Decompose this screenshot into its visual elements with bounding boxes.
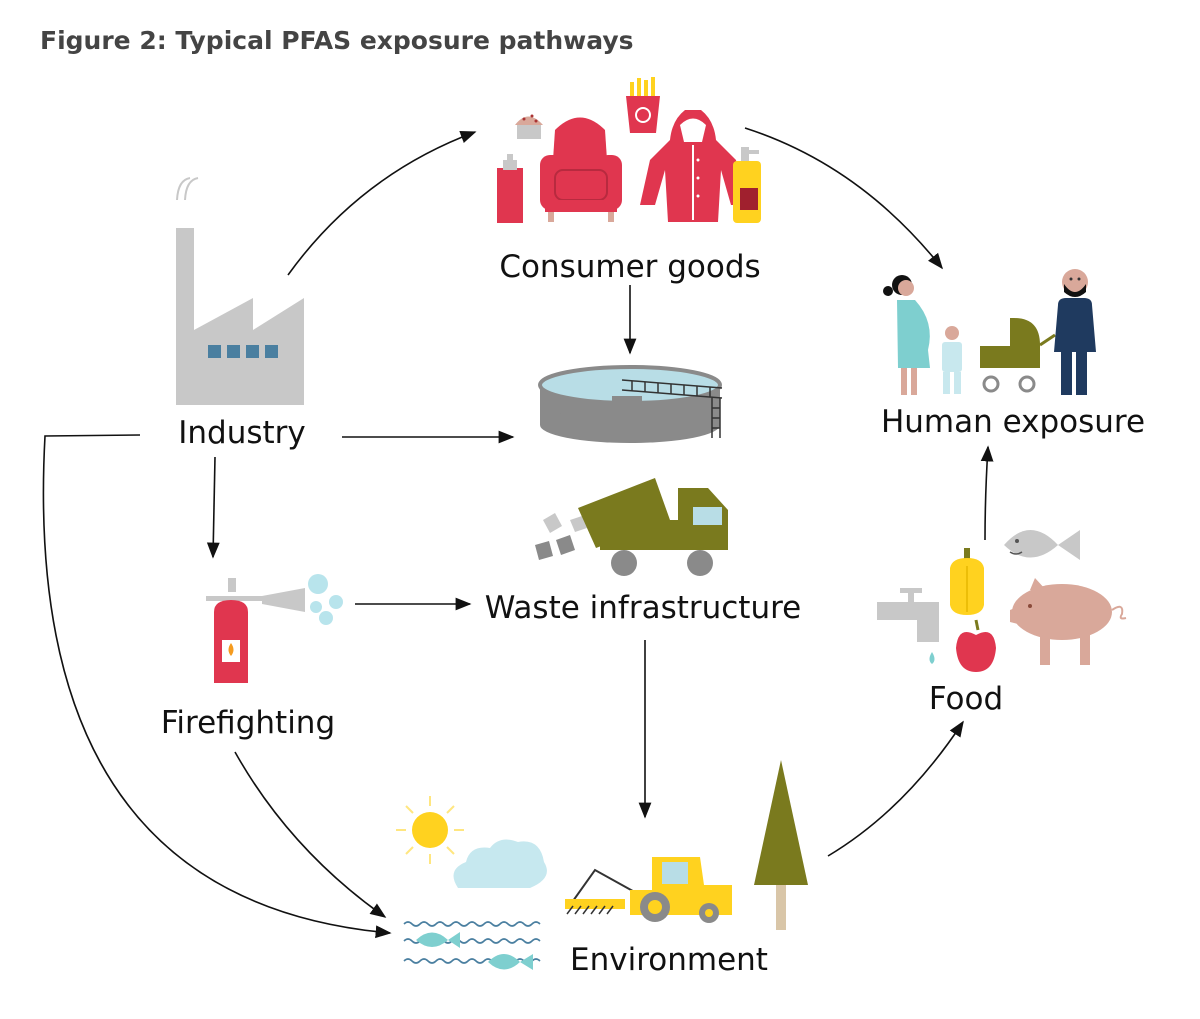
- food-label: Food: [929, 681, 1003, 717]
- environment-label: Environment: [570, 942, 768, 978]
- consumer-goods-illustration: [497, 77, 761, 223]
- arrows: [42, 127, 994, 939]
- arrow-food-to-human-exposure: [980, 445, 994, 541]
- child-icon: [942, 326, 962, 394]
- faucet-icon: [877, 588, 939, 664]
- fire-extinguisher-icon: [206, 574, 343, 683]
- arrow-firefighting-to-environment: [234, 751, 387, 918]
- fish-icon: [416, 932, 460, 948]
- figure-title: Figure 2: Typical PFAS exposure pathways: [40, 26, 634, 55]
- tractor-icon: [565, 857, 732, 923]
- arrow-consumer-goods-to-human-exposure: [744, 127, 943, 270]
- waste-infrastructure-label: Waste infrastructure: [485, 590, 802, 626]
- fish-icon: [1004, 530, 1080, 560]
- fries-box-icon: [626, 77, 660, 133]
- tree-icon: [754, 760, 808, 930]
- industry-label: Industry: [178, 415, 306, 451]
- apple-icon: [956, 619, 996, 672]
- consumer-goods-label: Consumer goods: [499, 249, 760, 285]
- treatment-tank-icon: [538, 365, 723, 443]
- arrow-industry-to-firefighting: [206, 456, 220, 559]
- arrow-industry-to-environment: [42, 434, 392, 939]
- pregnant-woman-icon: [883, 275, 930, 395]
- cloud-icon: [453, 839, 547, 888]
- arrow-industry-to-consumer-goods: [287, 131, 477, 276]
- human-figures-illustration: [883, 269, 1096, 395]
- human-exposure-label: Human exposure: [881, 404, 1145, 440]
- muffin-icon: [515, 114, 543, 139]
- stroller-icon: [980, 318, 1056, 393]
- sun-icon: [396, 796, 464, 864]
- dump-truck-icon: [535, 478, 728, 576]
- environment-illustration: [396, 760, 808, 970]
- bottle-icon: [733, 147, 761, 223]
- arrow-environment-to-food: [827, 720, 964, 857]
- firefighting-label: Firefighting: [161, 705, 335, 741]
- coat-icon: [640, 110, 746, 222]
- pig-icon: [1010, 578, 1127, 665]
- man-icon: [1054, 269, 1096, 395]
- spray-can-icon: [497, 154, 523, 223]
- pepper-icon: [950, 548, 984, 615]
- armchair-icon: [540, 117, 622, 222]
- factory-icon: [176, 177, 304, 405]
- fish-icon: [488, 954, 533, 970]
- food-illustration: [877, 530, 1127, 672]
